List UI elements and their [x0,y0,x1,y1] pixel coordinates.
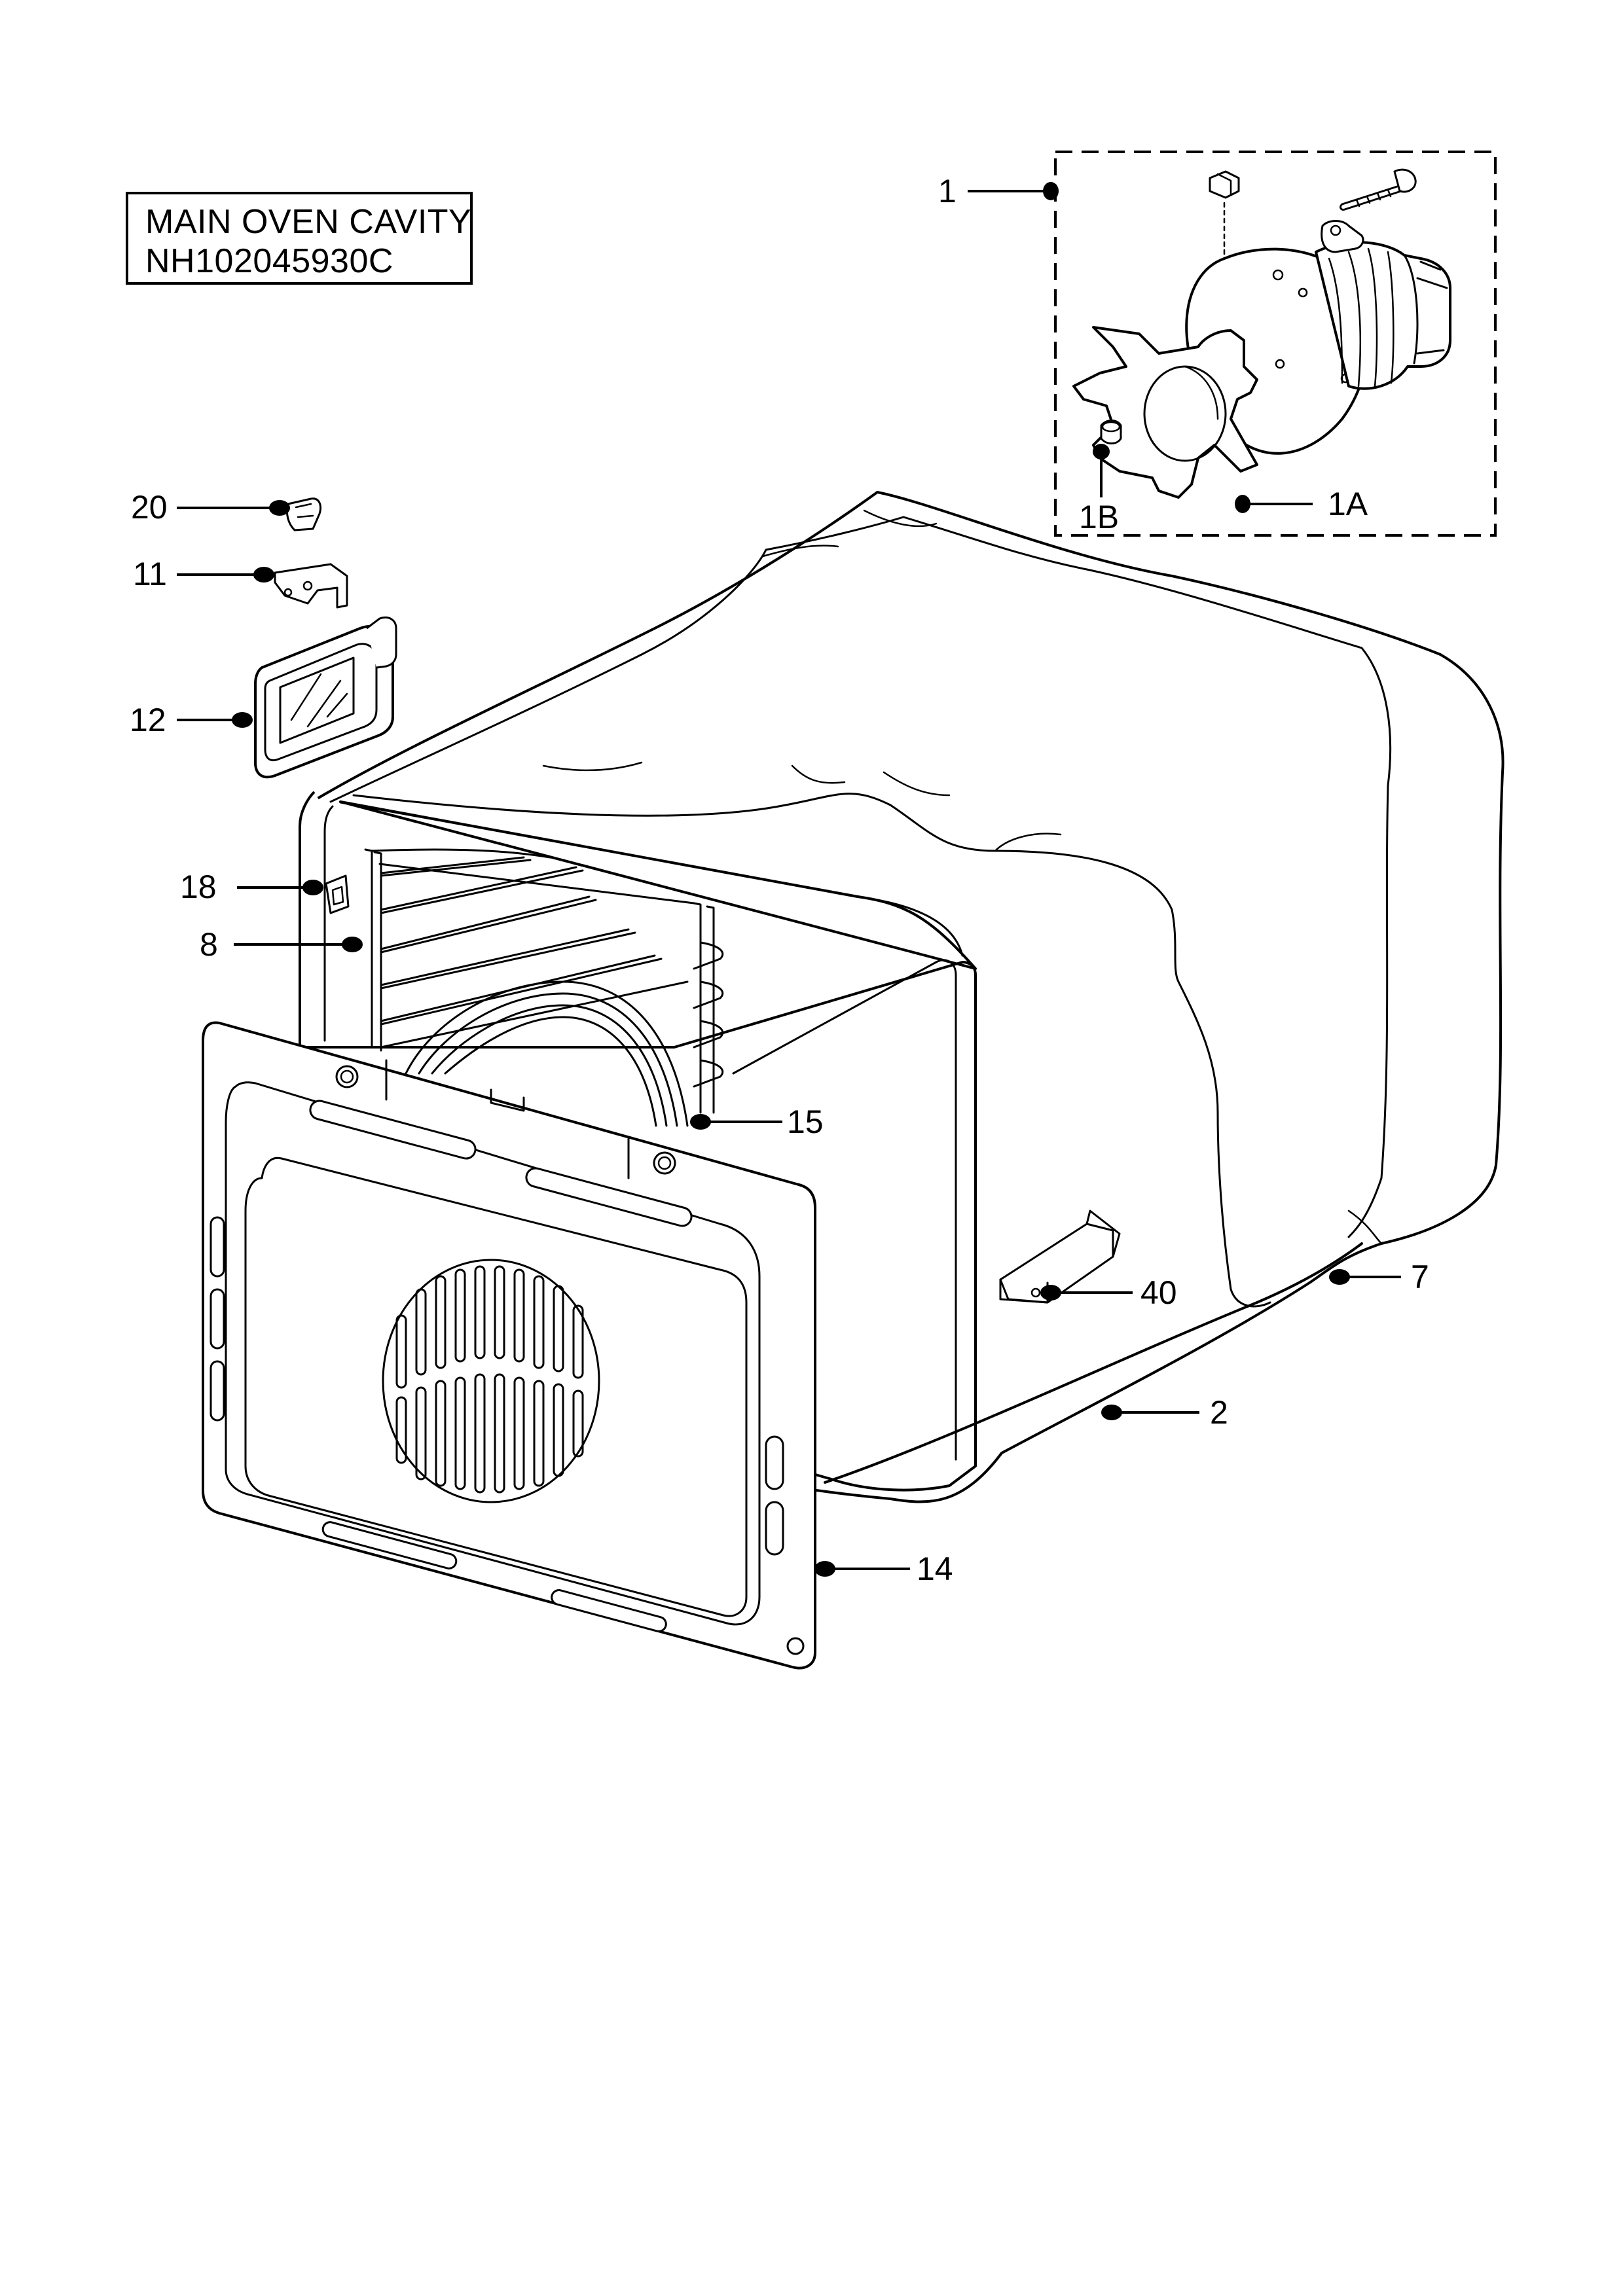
callout-7: 7 [1411,1259,1429,1295]
fan-blade-1A [1072,326,1258,499]
lamp-bracket-11 [274,563,348,609]
callout-1a: 1A [1328,486,1368,522]
callout-leaders [177,182,1401,1577]
callout-40: 40 [1140,1274,1177,1311]
callout-11: 11 [133,556,167,592]
diagram-title: MAIN OVEN CAVITY [145,203,472,241]
callout-2: 2 [1210,1394,1228,1431]
diagram-part-number: NH102045930C [145,242,393,280]
cavity-back-wall [732,959,957,1461]
diagram-title-box: MAIN OVEN CAVITY NH102045930C [126,192,473,285]
insulation-wrap-seam [329,516,1392,1238]
rear-panel-inner-frame [225,1081,761,1626]
lamp-housing-12 [254,617,397,779]
callout-1: 1 [938,173,957,209]
callout-14: 14 [917,1551,953,1587]
wrap-front-seam [352,793,1180,983]
rear-panel-top-notch [385,1059,630,1179]
callout-18: 18 [180,869,217,905]
callout-1b: 1B [1079,499,1120,535]
circular-heating-element [405,980,689,1127]
fan-motor-kit [1054,151,1497,537]
fan-kit-dashed-box [1054,151,1497,537]
callout-8: 8 [200,926,218,963]
cavity-inner-opening [323,801,964,1042]
rear-panel-recess [244,1157,748,1617]
wrap-wrinkles [542,509,1383,1245]
wrap-side-seam [1177,980,1271,1308]
rear-cavity-panel [202,1021,816,1670]
lamp-clip-20 [285,497,321,531]
callout-12: 12 [130,702,166,738]
lamp-holder-18 [325,874,350,914]
callout-20: 20 [131,489,168,526]
cavity-bottom-edge [824,1242,1363,1484]
callout-15: 15 [787,1103,824,1140]
